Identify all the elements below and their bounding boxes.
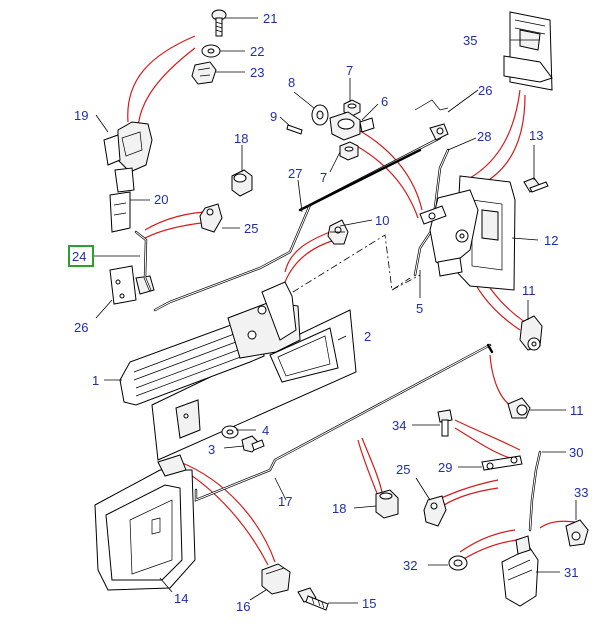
part-12-latch	[419, 175, 516, 291]
callout-29[interactable]: 29	[438, 460, 452, 475]
part-34-screw	[437, 409, 453, 437]
part-33-clip	[565, 519, 589, 547]
callout-6[interactable]: 6	[381, 94, 388, 109]
leader-lines	[94, 17, 577, 604]
callout-26-left[interactable]: 26	[74, 320, 88, 335]
callout-34[interactable]: 34	[392, 418, 406, 433]
callout-22[interactable]: 22	[250, 44, 264, 59]
part-32-grommet	[448, 555, 468, 571]
callout-19[interactable]: 19	[74, 108, 88, 123]
part-9-pin	[286, 124, 303, 135]
highlighted-callout-24[interactable]: 24	[68, 245, 94, 267]
part-6-pivot	[329, 111, 375, 141]
part-35-plate	[503, 11, 553, 91]
part-30-rod	[528, 450, 542, 532]
part-8-washer	[311, 104, 329, 126]
part-22-washer	[201, 44, 221, 58]
callout-23[interactable]: 23	[250, 65, 264, 80]
callout-4[interactable]: 4	[262, 423, 269, 438]
callout-8[interactable]: 8	[288, 75, 295, 90]
part-11-clip-upper	[519, 315, 543, 351]
part-13-screw	[523, 177, 549, 193]
callout-27[interactable]: 27	[288, 166, 302, 181]
callout-33[interactable]: 33	[574, 485, 588, 500]
callout-11-lower[interactable]: 11	[570, 403, 584, 418]
callout-3[interactable]: 3	[208, 442, 215, 457]
callout-17[interactable]: 17	[278, 494, 292, 509]
callout-13[interactable]: 13	[529, 128, 543, 143]
callout-10[interactable]: 10	[375, 213, 389, 228]
callout-25-upper[interactable]: 25	[244, 221, 258, 236]
part-1-handle	[119, 281, 301, 406]
callout-7-upper[interactable]: 7	[346, 63, 353, 78]
callout-15[interactable]: 15	[362, 596, 376, 611]
callout-14[interactable]: 14	[174, 591, 188, 606]
callout-30[interactable]: 30	[569, 445, 583, 460]
part-27-rod	[153, 136, 442, 312]
callout-24[interactable]: 24	[72, 249, 86, 264]
part-4-washer	[221, 425, 239, 439]
part-29-lever	[481, 455, 523, 471]
part-11-clip-lower	[507, 397, 531, 419]
part-2-bezel	[151, 309, 357, 461]
part-26-lower-bracket	[109, 265, 155, 305]
part-25-clip-lower	[423, 495, 447, 527]
callout-25-lower[interactable]: 25	[396, 462, 410, 477]
callout-31[interactable]: 31	[564, 565, 578, 580]
part-17-rod	[194, 343, 494, 502]
part-25-clip-upper	[199, 203, 223, 233]
part-24-rod	[134, 230, 152, 292]
callout-11a[interactable]: 11	[522, 283, 536, 298]
callout-26-right[interactable]: 26	[478, 83, 492, 98]
part-26-lever-upper	[414, 99, 449, 141]
callout-32[interactable]: 32	[403, 558, 417, 573]
callout-16[interactable]: 16	[236, 599, 250, 614]
part-3-screw	[241, 435, 265, 453]
callout-20[interactable]: 20	[154, 192, 168, 207]
callout-28[interactable]: 28	[477, 129, 491, 144]
part-18-bushing-upper	[231, 169, 253, 197]
reference-lines	[279, 234, 421, 301]
callout-35[interactable]: 35	[463, 33, 477, 48]
callout-18-lower[interactable]: 18	[332, 501, 346, 516]
callout-18-upper[interactable]: 18	[234, 131, 248, 146]
part-7-nut-lower	[339, 141, 359, 161]
callout-5[interactable]: 5	[416, 301, 423, 316]
callout-21[interactable]: 21	[263, 11, 277, 26]
part-14-housing	[94, 454, 196, 591]
callout-9[interactable]: 9	[270, 109, 277, 124]
part-31-lock	[501, 535, 539, 607]
part-20-bracket	[109, 191, 131, 233]
part-23-clip	[191, 61, 217, 85]
part-19-handle-body	[103, 121, 153, 193]
callout-7-lower[interactable]: 7	[320, 170, 327, 185]
callout-2[interactable]: 2	[364, 329, 371, 344]
part-16-clip	[261, 563, 291, 595]
callout-1[interactable]: 1	[92, 373, 99, 388]
part-15-screw	[297, 587, 329, 611]
part-18-bushing-lower	[375, 489, 399, 519]
part-21-screw	[211, 9, 227, 37]
callout-12[interactable]: 12	[544, 233, 558, 248]
callout-labels: 21 22 23 19 20 26 18 25 27 8 9 7 6 7 10 …	[74, 11, 588, 614]
